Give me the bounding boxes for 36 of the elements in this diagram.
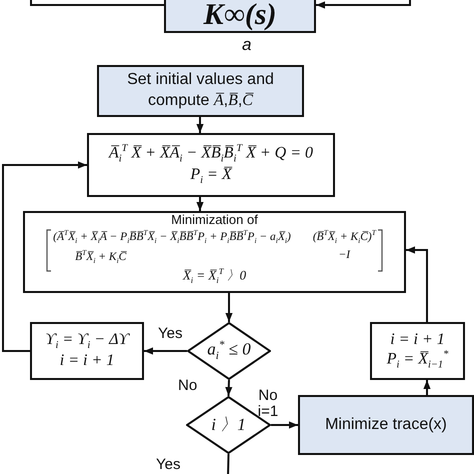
process-box [30, 322, 144, 380]
process-box [97, 65, 304, 117]
arrow [196, 197, 204, 211]
arrow [196, 117, 204, 133]
arrow [225, 380, 232, 396]
process-box [87, 133, 335, 197]
matrix-entry: B̅$^{T}$X̅$_{i}$ + K$_{i}$C̅ [74, 248, 126, 266]
matrix-entry: −I [338, 248, 350, 263]
arrow [144, 347, 187, 355]
arrow [271, 421, 298, 429]
step-text: Set initial values and compute A̅,B̅,C̅ [126, 70, 275, 111]
decision-diamond [187, 322, 271, 380]
connector-line [30, 0, 164, 6]
matrix-entry: (A̅$^{T}$X̅$_{i}$ + X̅$_{i}$A̅ − P$_{i}$B̅B̅$^{T}$X̅$_{i}$ − X̅$_{i}$B̅B̅$^{T}$P$_{i}$ + P$_{i}$B̅B̅$^{T}$P$_{i}$ − a$_{i}$X̅$_{i}$) [53, 228, 291, 246]
arrow [423, 380, 431, 395]
arrow [225, 293, 233, 322]
formula: A̅$_{i}$$^{T}$ X̅ + X̅A̅$_{i}$ − X̅B̅$_{i}$B̅$_{i}$$^{T}$ X̅ + Q = 0 [108, 143, 314, 166]
formula: i = i + 1 [390, 330, 445, 349]
formula: K∞(s) [203, 0, 277, 33]
arrow [316, 0, 411, 9]
constraint-formula: X̅$_{i}$ = X̅$_{i}$$^{T}$ 〉0 [182, 267, 246, 286]
step-text: Minimize trace(x) [325, 416, 447, 434]
edge-label: No i=1 [256, 388, 280, 420]
arrow [406, 246, 428, 322]
matrix-entry: (B̅$^{T}$X̅$_{i}$ + K$_{i}$C̅)$^{T}$ [312, 228, 376, 246]
formula: P$_{i}$ = X̅ [190, 166, 232, 187]
formula: a$_{i}$$^{*}$ ≤ 0 [207, 339, 251, 363]
arrow [2, 161, 87, 352]
process-box [23, 211, 406, 293]
formula: i 〉1 [211, 415, 246, 435]
process-box [298, 395, 474, 455]
process-box [370, 322, 465, 380]
formula: i = i + 1 [60, 352, 114, 371]
formula: ϒ$_{i}$ = ϒ$_{i}$ − Δϒ [45, 331, 129, 352]
step-heading: Minimization of [171, 213, 258, 228]
connector-line [227, 454, 230, 474]
